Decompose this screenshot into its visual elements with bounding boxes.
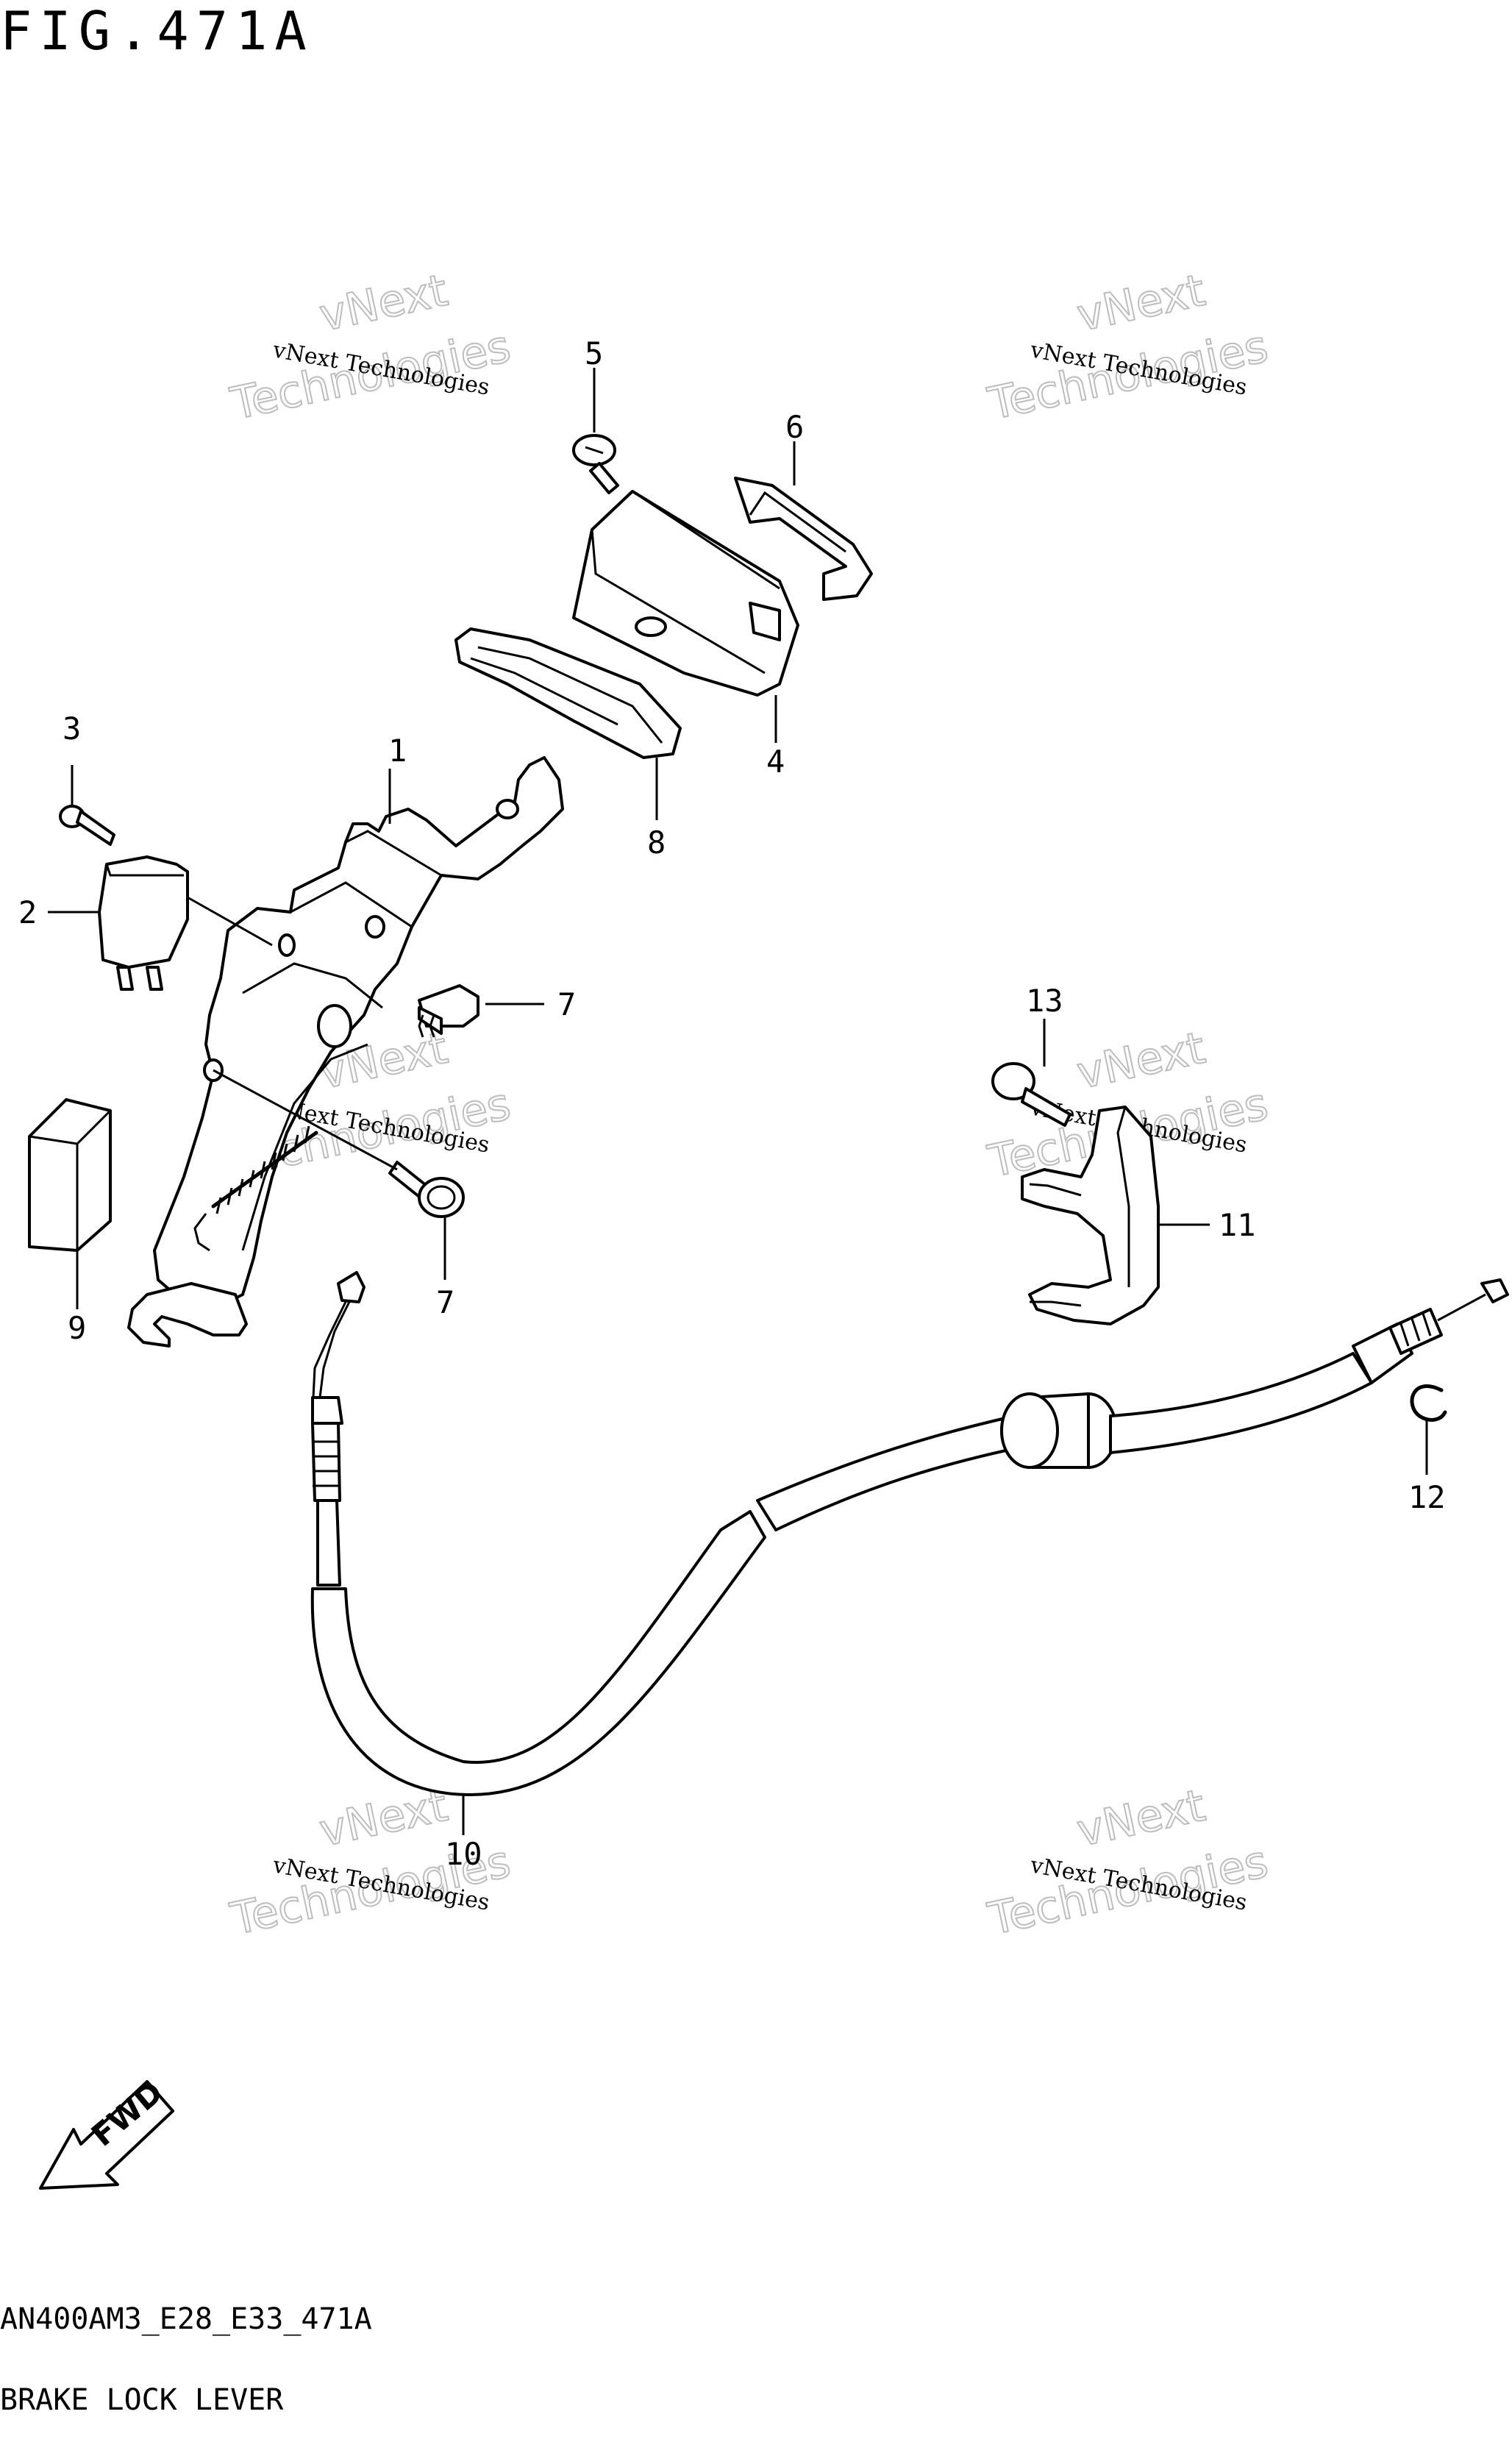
callout-9: 9 — [68, 1310, 86, 1346]
part-7-upper-bolt — [418, 984, 479, 1038]
part-8-pad — [454, 627, 682, 759]
callout-2: 2 — [18, 894, 37, 930]
figure-name: BRAKE LOCK LEVER — [0, 2383, 284, 2417]
watermark-brand-text: vNext — [1073, 1022, 1210, 1100]
fwd-arrow: FWD — [39, 2073, 174, 2190]
watermark-top-left: Technologies vNext Technologies vNext — [226, 264, 516, 431]
part-4-cover — [572, 490, 799, 697]
part-12-eclip — [1410, 1384, 1447, 1422]
callout-10: 10 — [445, 1836, 482, 1872]
part-9-block — [28, 1098, 112, 1252]
callout-1: 1 — [388, 733, 407, 769]
part-13-bolt — [991, 1062, 1071, 1127]
figure-code: AN400AM3_E28_E33_471A — [0, 2302, 372, 2336]
watermark-top-right: Technologies vNext Technologies vNext — [983, 264, 1274, 431]
watermark-brand-text: vNext — [1073, 265, 1210, 342]
callout-7-lower: 7 — [436, 1284, 454, 1320]
callout-13: 13 — [1026, 983, 1063, 1019]
part-2-switch — [98, 855, 189, 991]
callout-3: 3 — [63, 711, 81, 747]
part-1-bracket — [127, 756, 564, 1348]
watermark-bottom-right: Technologies vNext Technologies vNext — [983, 1779, 1274, 1946]
part-7-lower-bolt — [388, 1161, 465, 1218]
part-10-cable — [310, 1271, 1509, 1796]
callout-7-upper: 7 — [557, 986, 576, 1022]
leader-lines — [48, 368, 1428, 1835]
part-3-screw — [59, 805, 115, 846]
callout-6: 6 — [785, 409, 804, 445]
figure-title: FIG.471A — [0, 0, 314, 62]
callout-labels: 1 2 3 4 5 6 7 7 8 9 10 11 12 13 — [18, 335, 1446, 1872]
watermark-brand-text: vNext — [315, 265, 452, 342]
callout-11: 11 — [1219, 1207, 1256, 1243]
callout-4: 4 — [766, 744, 785, 780]
callout-12: 12 — [1408, 1479, 1446, 1515]
callout-5: 5 — [585, 335, 603, 371]
callout-8: 8 — [647, 825, 666, 861]
part-5-screw — [572, 434, 619, 494]
watermark-brand-text: vNext — [1073, 1780, 1210, 1857]
part-6-clip — [734, 477, 873, 601]
part-11-clamp — [1021, 1106, 1160, 1325]
